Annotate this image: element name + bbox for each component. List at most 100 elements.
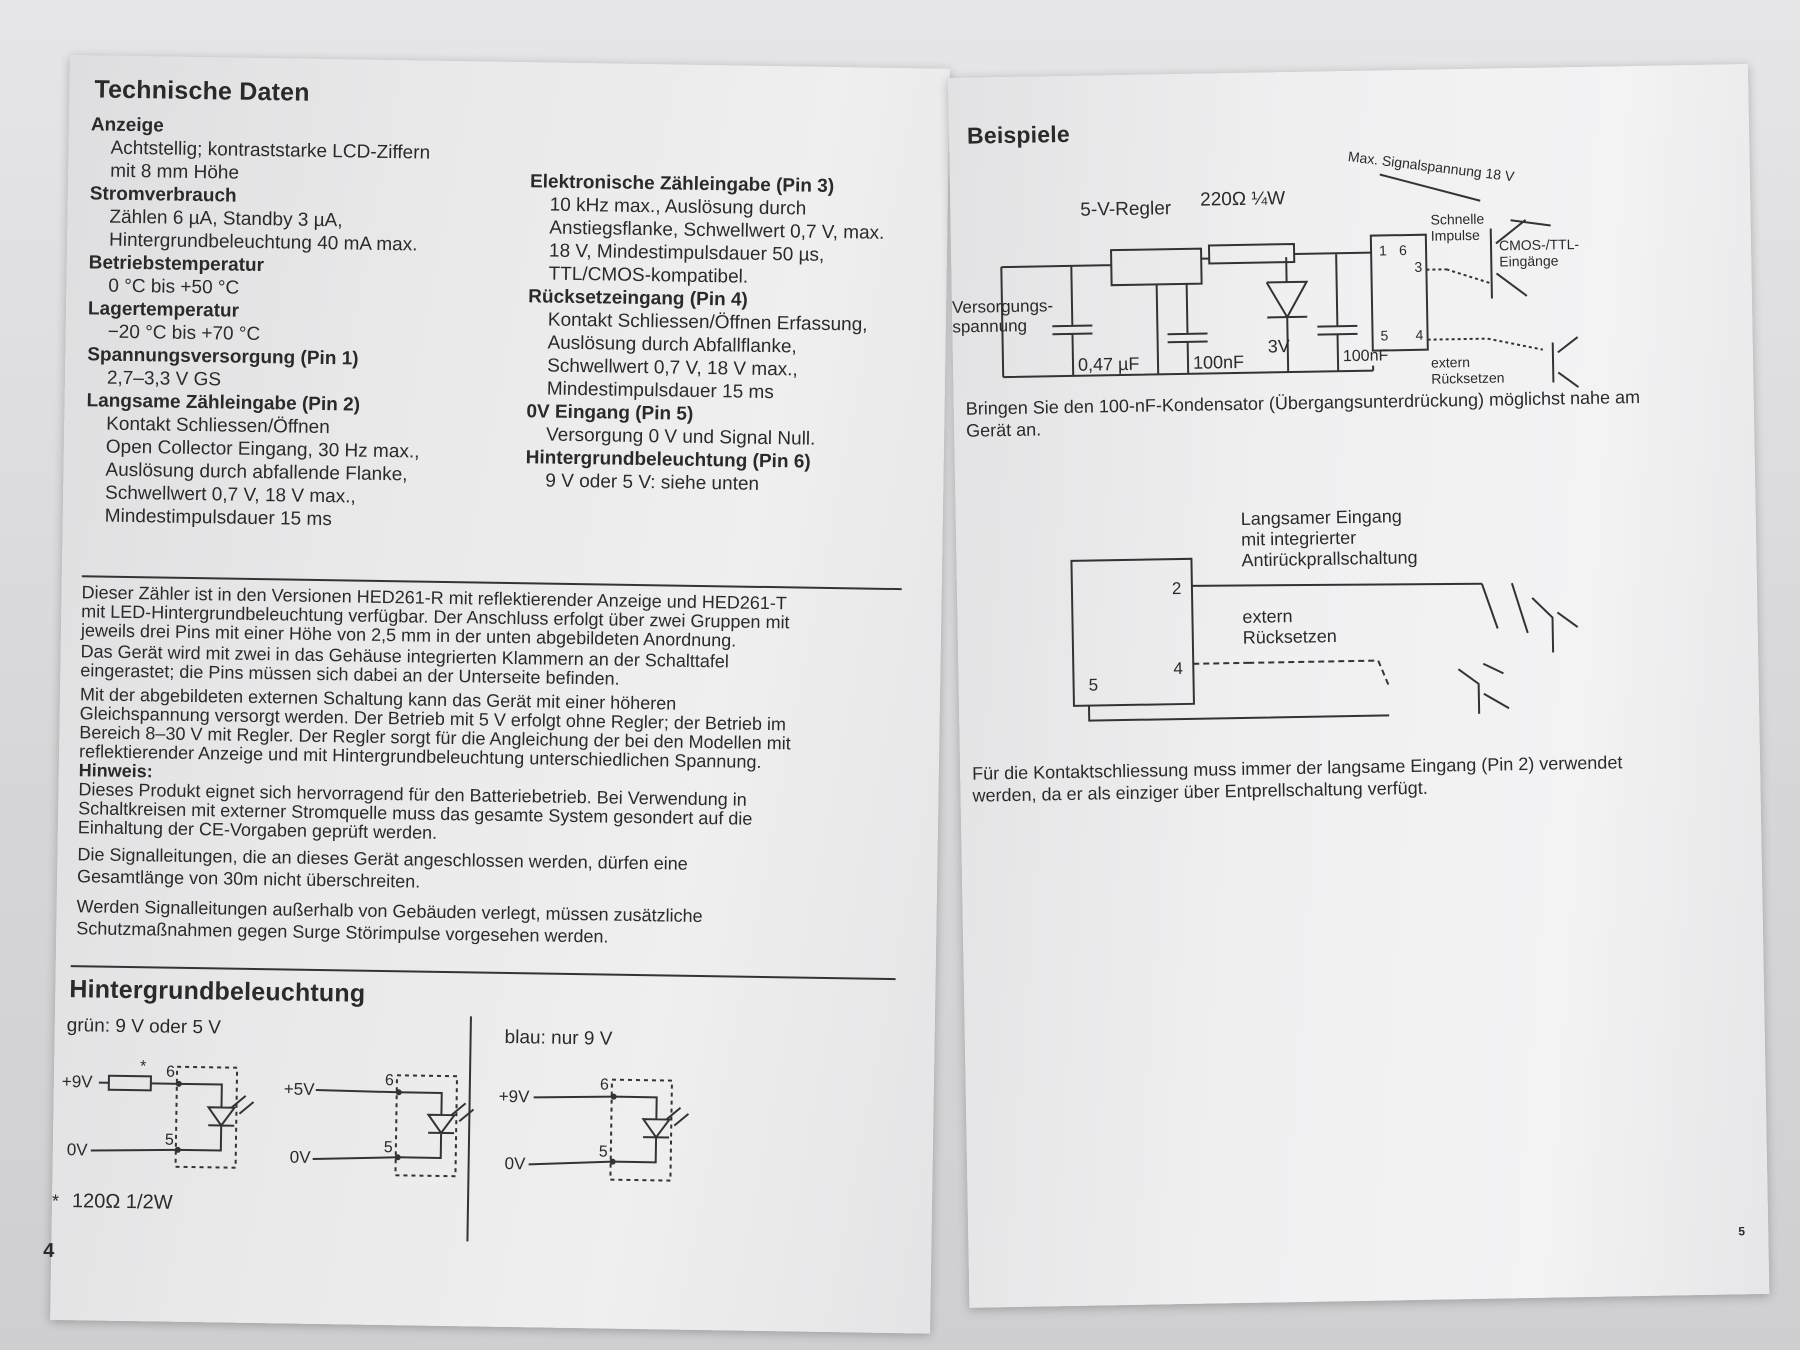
pin-2-label: 2	[1172, 579, 1182, 598]
capacitor-100nf-2	[1317, 254, 1358, 372]
zener-diode	[1265, 257, 1309, 373]
diagram-9v-resistor: +9V * 6 5 0V	[62, 1058, 255, 1169]
spec-item: Langsame Zähleingabe (Pin 2)Kontakt Schl…	[85, 389, 487, 533]
footnote-star: *	[51, 1190, 60, 1211]
cmos-label: CMOS-/TTL-Eingänge	[1499, 236, 1580, 269]
section-title-backlight: Hintergrundbeleuchtung	[69, 975, 366, 1008]
transistor-switch-2	[1531, 597, 1579, 653]
page-number: 4	[43, 1239, 55, 1262]
pin-1-label: 1	[1379, 242, 1387, 258]
label-plus9v: +9V	[62, 1072, 94, 1091]
text-line: mit integrierter	[1241, 528, 1356, 550]
body-text: Dieser Zähler ist in den Versionen HED26…	[76, 582, 921, 952]
top-rail	[1001, 242, 1372, 287]
wire	[1379, 173, 1481, 202]
pin-4-label: 4	[1415, 327, 1423, 343]
cap2-label: 100nF	[1193, 352, 1244, 373]
switch-contact	[1480, 582, 1529, 634]
transistor-switch-1	[1457, 662, 1510, 714]
resistor-symbol	[107, 1074, 152, 1092]
pin-5-label: 5	[1380, 327, 1388, 343]
wire	[312, 1156, 398, 1160]
section-title-technical-data: Technische Daten	[94, 75, 310, 107]
cap3-label: 100nF	[1343, 347, 1389, 365]
circuit-regulator: Max. Signalspannung 18 V 5-V-Regler 220Ω…	[952, 148, 1580, 388]
spec-list-right: Elektronische Zähleingabe (Pin 3)10 kHz …	[525, 170, 930, 498]
text-line: Rücksetzen	[1431, 369, 1504, 386]
fast-pulses-text: Schnelle	[1430, 211, 1484, 228]
light-arrows	[450, 1102, 475, 1123]
backlight-diagrams: +9V * 6 5 0V +5V 6 5 0V	[62, 1058, 690, 1182]
diagram-9v-blue: +9V 6 5 0V	[499, 1076, 690, 1182]
resistor-star: *	[140, 1058, 147, 1075]
circuit-slow-input: 2 4 5 Langsamer Eingangmit integrierterA…	[1070, 506, 1579, 722]
capacitor-047	[1052, 265, 1093, 376]
regulator-label: 5-V-Regler	[1080, 198, 1172, 221]
slow-input-label: Langsamer Eingangmit integrierterAntirüc…	[1241, 506, 1418, 570]
led-symbol	[397, 1091, 457, 1159]
text-line: Eingänge	[1499, 252, 1559, 269]
reset-label: externRücksetzen	[1431, 353, 1505, 386]
spec-item: Hintergrundbeleuchtung (Pin 6)9 V oder 5…	[525, 446, 926, 498]
reset-wire	[1427, 337, 1544, 351]
pin-3-label: 3	[1414, 259, 1422, 275]
wire-pin2	[1191, 582, 1482, 587]
supply-label: Versorgungs-spannung	[952, 296, 1054, 336]
label-plus9v: +9V	[499, 1087, 531, 1106]
spec-item: Rücksetzeingang (Pin 4)Kontakt Schliesse…	[527, 285, 929, 406]
reset-text: extern	[1242, 606, 1292, 627]
footnote: * 120Ω 1/2W	[52, 1190, 173, 1215]
spec-text: Kontakt Schliessen/Öffnen Erfassung, Aus…	[546, 309, 868, 404]
fast-pulse-wire	[1426, 268, 1492, 285]
wire	[528, 1160, 613, 1166]
spec-text: 9 V oder 5 V: siehe unten	[545, 470, 760, 495]
pin-5-label: 5	[1088, 675, 1098, 694]
capacitor-100nf	[1167, 283, 1208, 374]
wire-pin4	[1193, 659, 1390, 686]
spec-item: Spannungsversorgung (Pin 1)2,7–3,3 V GS	[87, 343, 488, 395]
note-capacitor: Bringen Sie den 100-nF-Kondensator (Über…	[965, 386, 1641, 441]
cmos-text: CMOS-/TTL-	[1499, 236, 1580, 253]
text-line: Antirückprallschaltung	[1241, 547, 1417, 570]
pin-6-label: 6	[600, 1076, 609, 1093]
pin-6-label: 6	[385, 1072, 394, 1089]
device-outline	[394, 1074, 459, 1178]
spec-text: Achtstellig; kontraststarke LCD-Ziffern …	[110, 137, 431, 184]
label-0v: 0V	[67, 1140, 89, 1159]
hinweis-length: Die Signalleitungen, die an dieses Gerät…	[76, 844, 688, 892]
text-line: Impulse	[1431, 227, 1481, 244]
page-right: Beispiele Max. Signalspannung 18 V 5-V-R…	[948, 64, 1770, 1308]
label-0v: 0V	[290, 1148, 312, 1167]
pin-5-label: 5	[384, 1139, 393, 1156]
pin-4-label: 4	[1173, 659, 1183, 678]
text-line: Rücksetzen	[1243, 626, 1337, 648]
reset-text: extern	[1431, 354, 1470, 371]
spec-text: Kontakt Schliessen/Öffnen Open Collector…	[104, 413, 420, 531]
transistor-fast	[1489, 219, 1528, 299]
light-arrows	[230, 1095, 255, 1115]
cap1-label: 0,47 µF	[1078, 354, 1140, 375]
spec-item: Lagertemperatur−20 °C bis +70 °C	[87, 297, 488, 349]
fast-pulses-label: SchnelleImpulse	[1430, 211, 1484, 244]
spec-text: Zählen 6 µA, Standby 3 µA, Hintergrundbe…	[108, 206, 418, 256]
pin-6-label: 6	[166, 1064, 175, 1081]
note-contact: Für die Kontaktschliessung muss immer de…	[971, 752, 1623, 806]
resistor-label: 220Ω ¼W	[1200, 188, 1285, 210]
green-label: grün: 9 V oder 5 V	[66, 1015, 222, 1039]
device-outline	[609, 1078, 673, 1182]
paragraph-supply: Mit der abgebildeten externen Schaltung …	[78, 684, 791, 772]
diagram-5v: +5V 6 5 0V	[284, 1072, 475, 1178]
led-symbol	[177, 1082, 237, 1152]
spec-item: 0V Eingang (Pin 5)Versorgung 0 V und Sig…	[526, 400, 927, 452]
slow-input-text: Langsamer Eingang	[1241, 506, 1402, 529]
blue-label: blau: nur 9 V	[504, 1026, 613, 1050]
label-0v: 0V	[504, 1154, 526, 1173]
wire	[90, 1148, 178, 1152]
light-arrows	[665, 1106, 690, 1127]
zener-label: 3V	[1268, 336, 1290, 356]
label-plus5v: +5V	[284, 1079, 316, 1098]
